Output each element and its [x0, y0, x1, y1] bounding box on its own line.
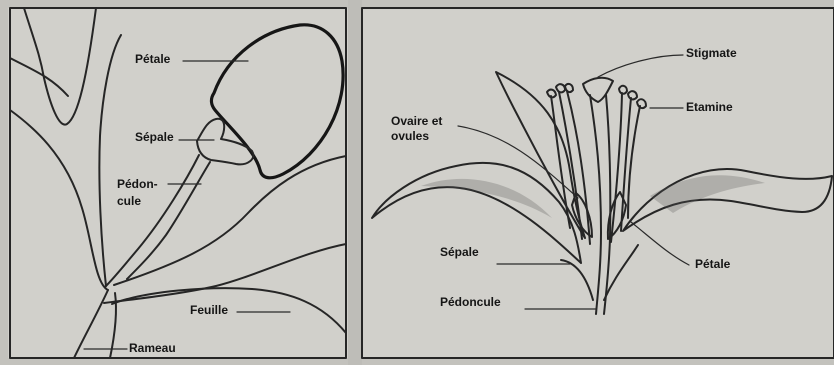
trunk-right-outline: [10, 110, 108, 290]
right-stamen-1: [611, 93, 622, 242]
left-petal-label: Pétale: [135, 53, 170, 66]
left-sepal-label: Sépale: [135, 131, 174, 144]
right-stamen-2: [621, 98, 631, 231]
large-leaf-top-edge: [114, 156, 346, 285]
rameau-label: Rameau: [129, 342, 176, 355]
petal-outline: [211, 25, 343, 178]
left-panel-frame: [10, 8, 346, 358]
sepal-base-left: [561, 260, 593, 300]
left-peduncle-label-line1: Pédon-: [117, 178, 158, 191]
stigmate-leader-line: [598, 55, 683, 77]
stigmate-head: [583, 78, 613, 102]
ovaire-label-line2: ovules: [391, 130, 429, 143]
right-large-petal-shading: [650, 175, 765, 213]
left-stamen-2: [559, 92, 582, 239]
left-stamen-1: [551, 96, 570, 228]
ovaire-label-line1: Ovaire et: [391, 115, 442, 128]
feuille-label: Feuille: [190, 304, 228, 317]
central-stem: [590, 95, 601, 314]
right-anthers: [619, 86, 646, 108]
right-pedoncule-label: Pédoncule: [440, 296, 501, 309]
petale-right-leader-line: [631, 222, 689, 265]
main-branch-outline: [24, 8, 96, 125]
etamine-label: Etamine: [686, 101, 733, 114]
large-leaf-bottom-edge: [104, 244, 346, 303]
lower-trunk-left-edge: [74, 290, 108, 358]
left-large-petal-shading: [421, 179, 552, 218]
central-stem-right: [604, 95, 610, 314]
lower-leaf-outline: [112, 288, 346, 333]
side-branch: [99, 35, 121, 286]
right-sepale-label: Sépale: [440, 246, 479, 259]
trunk-left-outline: [10, 58, 68, 96]
peduncle-left-edge: [105, 155, 199, 287]
right-petale-label: Pétale: [695, 258, 730, 271]
stigmate-label: Stigmate: [686, 47, 737, 60]
left-peduncle-label-line2: cule: [117, 195, 141, 208]
top-left-petal: [496, 72, 585, 238]
right-stamen-3: [628, 106, 640, 218]
